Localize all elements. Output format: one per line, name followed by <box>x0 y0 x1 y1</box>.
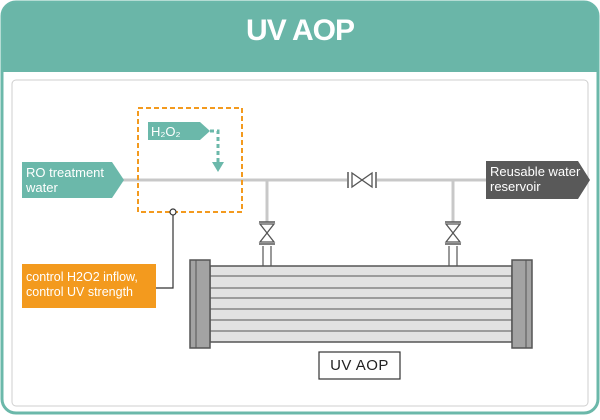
ro-water-tag <box>22 162 124 198</box>
ro-water-label: RO treatment water <box>26 165 105 195</box>
control-connector <box>156 212 174 289</box>
inner-box <box>11 79 589 407</box>
reactor-label: UV AOP <box>330 357 389 374</box>
control-connector-dot <box>169 208 177 216</box>
h2o2-tag <box>148 122 210 140</box>
uv-reactor <box>189 259 533 349</box>
control-label-box <box>22 264 156 308</box>
h2o2-injection-line <box>210 129 220 162</box>
page-title: UV AOP <box>246 14 355 47</box>
h2o2-arrow-head <box>212 162 224 172</box>
h2o2-label: H₂O₂ <box>151 124 181 139</box>
left-branch-valve[interactable] <box>258 221 276 266</box>
control-label: control H2O2 inflow, control UV strength <box>26 270 156 300</box>
control-region <box>137 107 243 213</box>
main-valve[interactable] <box>347 171 377 189</box>
reservoir-label: Reusable water reservoir <box>490 164 581 194</box>
header-band <box>3 3 597 72</box>
right-branch-valve[interactable] <box>444 221 462 266</box>
reactor-label-box <box>318 351 401 380</box>
control-label-line1: control H2O2 inflow, <box>26 270 138 284</box>
reservoir-tag <box>486 161 590 199</box>
control-label-line2: control UV strength <box>26 285 133 299</box>
